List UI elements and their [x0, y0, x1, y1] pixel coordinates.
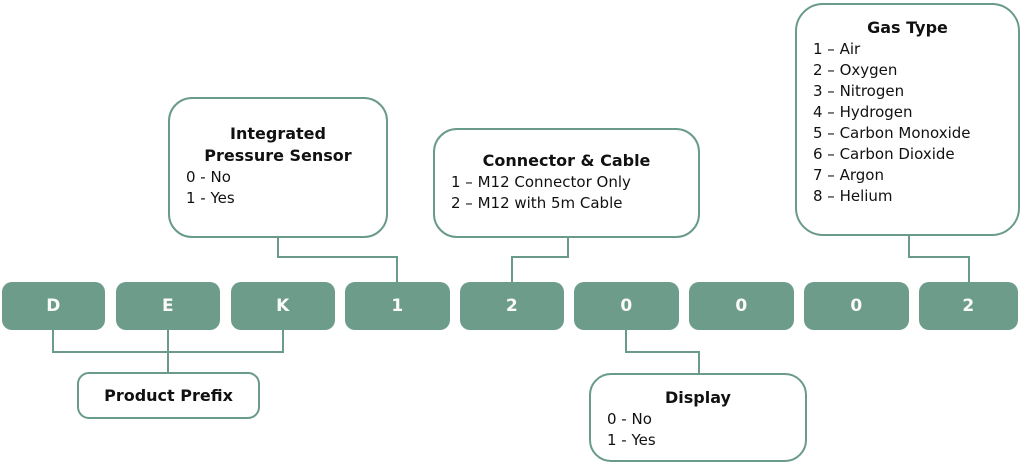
connector-prefix-from-k — [282, 330, 284, 353]
connector-ips-to-box — [396, 256, 398, 282]
connector-gas-to-box — [968, 256, 970, 282]
code-box-1: D — [2, 282, 105, 330]
callout-integrated-pressure-sensor: Integrated Pressure Sensor 0 - No 1 - Ye… — [168, 97, 388, 238]
display-option: 0 - No — [607, 410, 652, 428]
code-box-7: 0 — [689, 282, 794, 330]
gas-type-option: 4 – Hydrogen — [813, 103, 913, 121]
code-box-9: 2 — [919, 282, 1018, 330]
connector-cable-drop — [567, 237, 569, 258]
product-prefix-title: Product Prefix — [104, 386, 233, 405]
code-box-3: K — [231, 282, 335, 330]
ips-title-line2: Pressure Sensor — [204, 146, 352, 165]
gas-type-option: 3 – Nitrogen — [813, 82, 905, 100]
display-options: 0 - No 1 - Yes — [591, 409, 805, 451]
code-box-4: 1 — [345, 282, 450, 330]
gas-type-option: 2 – Oxygen — [813, 61, 898, 79]
connector-cable-to-box — [511, 256, 513, 282]
connector-cable-options: 1 – M12 Connector Only 2 – M12 with 5m C… — [435, 172, 698, 214]
ips-options: 0 - No 1 - Yes — [170, 167, 386, 209]
connector-display-drop — [625, 330, 627, 353]
connector-display-elbow — [625, 351, 700, 353]
gas-type-option: 1 – Air — [813, 40, 861, 58]
connector-display-to-callout — [698, 351, 700, 373]
callout-connector-cable: Connector & Cable 1 – M12 Connector Only… — [433, 128, 700, 238]
code-box-6: 0 — [574, 282, 679, 330]
callout-product-prefix: Product Prefix — [77, 372, 260, 419]
connector-prefix-from-e — [167, 330, 169, 372]
connector-cable-option: 2 – M12 with 5m Cable — [451, 194, 623, 212]
connector-ips-drop — [277, 237, 279, 258]
ips-option: 0 - No — [186, 168, 231, 186]
callout-gas-type: Gas Type 1 – Air 2 – Oxygen 3 – Nitrogen… — [795, 3, 1020, 236]
gas-type-option: 6 – Carbon Dioxide — [813, 145, 955, 163]
gas-type-option: 8 – Helium — [813, 187, 893, 205]
code-box-2: E — [116, 282, 220, 330]
display-option: 1 - Yes — [607, 431, 656, 449]
code-box-8: 0 — [804, 282, 909, 330]
gas-type-title: Gas Type — [867, 18, 948, 37]
connector-ips-elbow — [277, 256, 398, 258]
connector-cable-option: 1 – M12 Connector Only — [451, 173, 631, 191]
connector-gas-elbow — [908, 256, 970, 258]
gas-type-options: 1 – Air 2 – Oxygen 3 – Nitrogen 4 – Hydr… — [797, 39, 1018, 207]
connector-prefix-from-d — [52, 330, 54, 353]
callout-display: Display 0 - No 1 - Yes — [589, 373, 807, 462]
code-box-5: 2 — [460, 282, 564, 330]
display-title: Display — [665, 388, 731, 407]
gas-type-option: 5 – Carbon Monoxide — [813, 124, 971, 142]
ips-option: 1 - Yes — [186, 189, 235, 207]
connector-cable-title: Connector & Cable — [482, 151, 651, 170]
ips-title-line1: Integrated — [230, 124, 326, 143]
gas-type-option: 7 – Argon — [813, 166, 884, 184]
connector-cable-elbow — [511, 256, 569, 258]
connector-gas-drop — [908, 235, 910, 258]
